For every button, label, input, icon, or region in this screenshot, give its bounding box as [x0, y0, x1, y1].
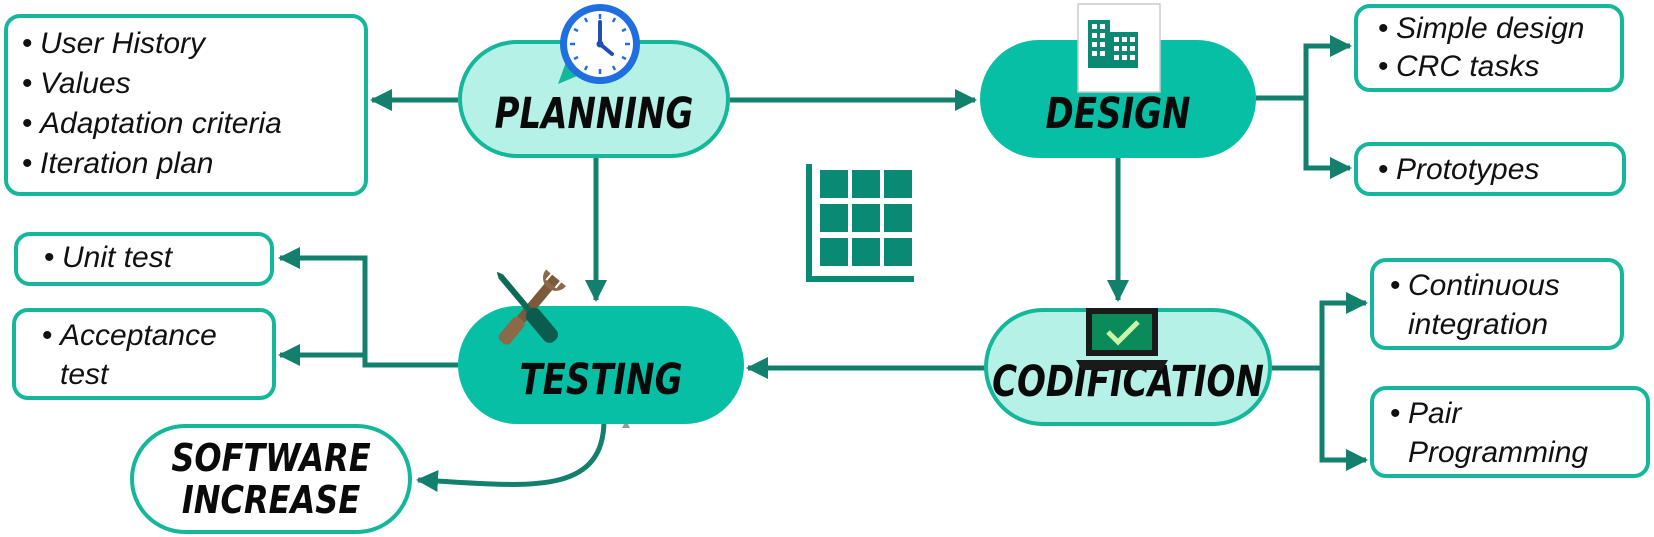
list-item: Simple design — [1378, 10, 1600, 48]
arrow-codification-to-top-output — [1272, 292, 1368, 371]
design-bottom-outputs-box: Prototypes — [1354, 142, 1626, 196]
arrow-design-to-top-output — [1256, 35, 1352, 101]
list-item: User History — [22, 24, 350, 64]
design-top-outputs-box: Simple design CRC tasks — [1354, 4, 1624, 92]
list-item: Continuous integration — [1390, 266, 1604, 344]
testing-node: TESTING — [458, 306, 744, 424]
list-item: Pair Programming — [1390, 394, 1630, 472]
grid-icon — [806, 164, 914, 282]
arrow-testing-to-result — [416, 419, 607, 492]
building-document-icon — [1077, 3, 1161, 93]
planning-node: PLANNING — [458, 40, 730, 158]
laptop-check-icon — [1076, 308, 1168, 370]
testing-label: TESTING — [519, 355, 683, 405]
list-item: Iteration plan — [22, 144, 350, 184]
codification-bottom-outputs-box: Pair Programming — [1370, 386, 1650, 478]
arrow-testing-to-outputs — [278, 247, 458, 368]
software-increase-box: SOFTWARE INCREASE — [130, 424, 412, 534]
planning-label: PLANNING — [494, 89, 694, 139]
list-item: Unit test — [44, 238, 244, 278]
list-item: Acceptance test — [42, 316, 246, 394]
list-item: Prototypes — [1378, 150, 1602, 190]
wrench-screwdriver-icon — [496, 269, 566, 345]
list-item: CRC tasks — [1378, 48, 1600, 86]
arrow-design-to-bottom-output — [1303, 98, 1352, 179]
codification-top-outputs-box: Continuous integration — [1370, 258, 1624, 350]
clock-icon — [558, 4, 640, 84]
result-line-1: SOFTWARE — [171, 435, 371, 481]
planning-outputs-box: User History Values Adaptation criteria … — [4, 14, 368, 196]
testing-top-outputs-box: Unit test — [14, 232, 274, 286]
testing-bottom-outputs-box: Acceptance test — [12, 308, 276, 400]
arrow-codification-to-bottom-output — [1319, 368, 1368, 471]
design-label: DESIGN — [1045, 89, 1191, 139]
result-line-2: INCREASE — [181, 477, 361, 523]
list-item: Values — [22, 64, 350, 104]
list-item: Adaptation criteria — [22, 104, 350, 144]
